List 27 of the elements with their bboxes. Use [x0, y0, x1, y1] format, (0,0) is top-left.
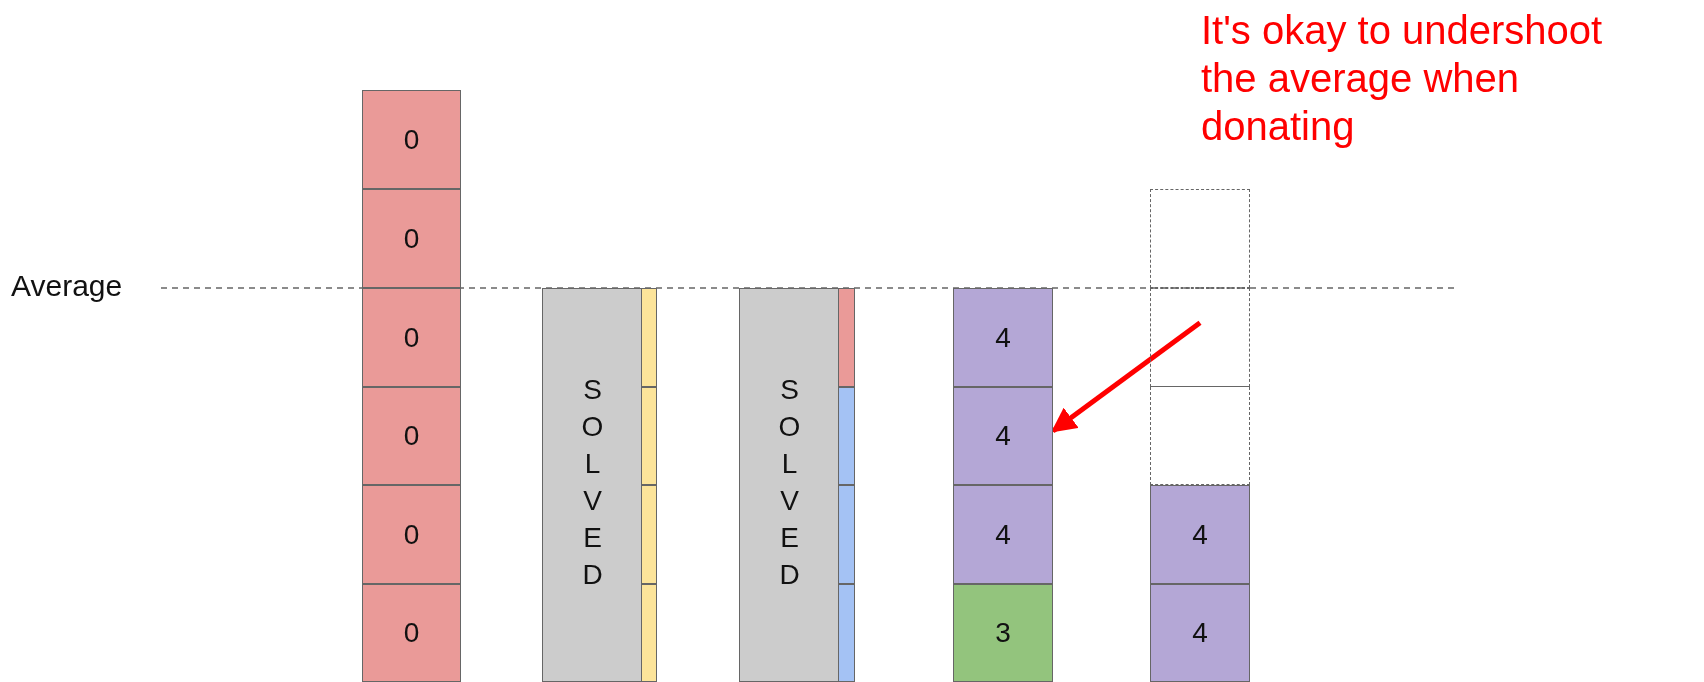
number-block: 0 — [362, 584, 461, 682]
number-block: 4 — [953, 387, 1053, 485]
strip-segment — [838, 288, 855, 387]
strip-segment — [838, 387, 855, 485]
strip-segment — [641, 288, 657, 387]
number-block: 4 — [953, 485, 1053, 584]
number-block: 4 — [953, 288, 1053, 387]
strip-segment — [641, 485, 657, 584]
arrow — [1051, 320, 1202, 434]
axis-label: Average — [11, 268, 124, 304]
strip-segment — [838, 485, 855, 584]
number-block: 0 — [362, 189, 461, 288]
number-block: 0 — [362, 387, 461, 485]
strip-segment — [838, 584, 855, 682]
number-block: 4 — [1150, 584, 1250, 682]
number-block: 3 — [953, 584, 1053, 682]
empty-slot — [1150, 189, 1250, 288]
strip-segment — [641, 387, 657, 485]
number-block: 0 — [362, 485, 461, 584]
annotation-text: It's okay to undershoot the average when donating — [1201, 7, 1604, 150]
solved-block: SOLVED — [542, 288, 642, 682]
strip-segment — [641, 584, 657, 682]
number-block: 0 — [362, 90, 461, 189]
empty-slot — [1150, 288, 1250, 387]
number-block: 0 — [362, 288, 461, 387]
solved-block: SOLVED — [739, 288, 839, 682]
number-block: 4 — [1150, 485, 1250, 584]
